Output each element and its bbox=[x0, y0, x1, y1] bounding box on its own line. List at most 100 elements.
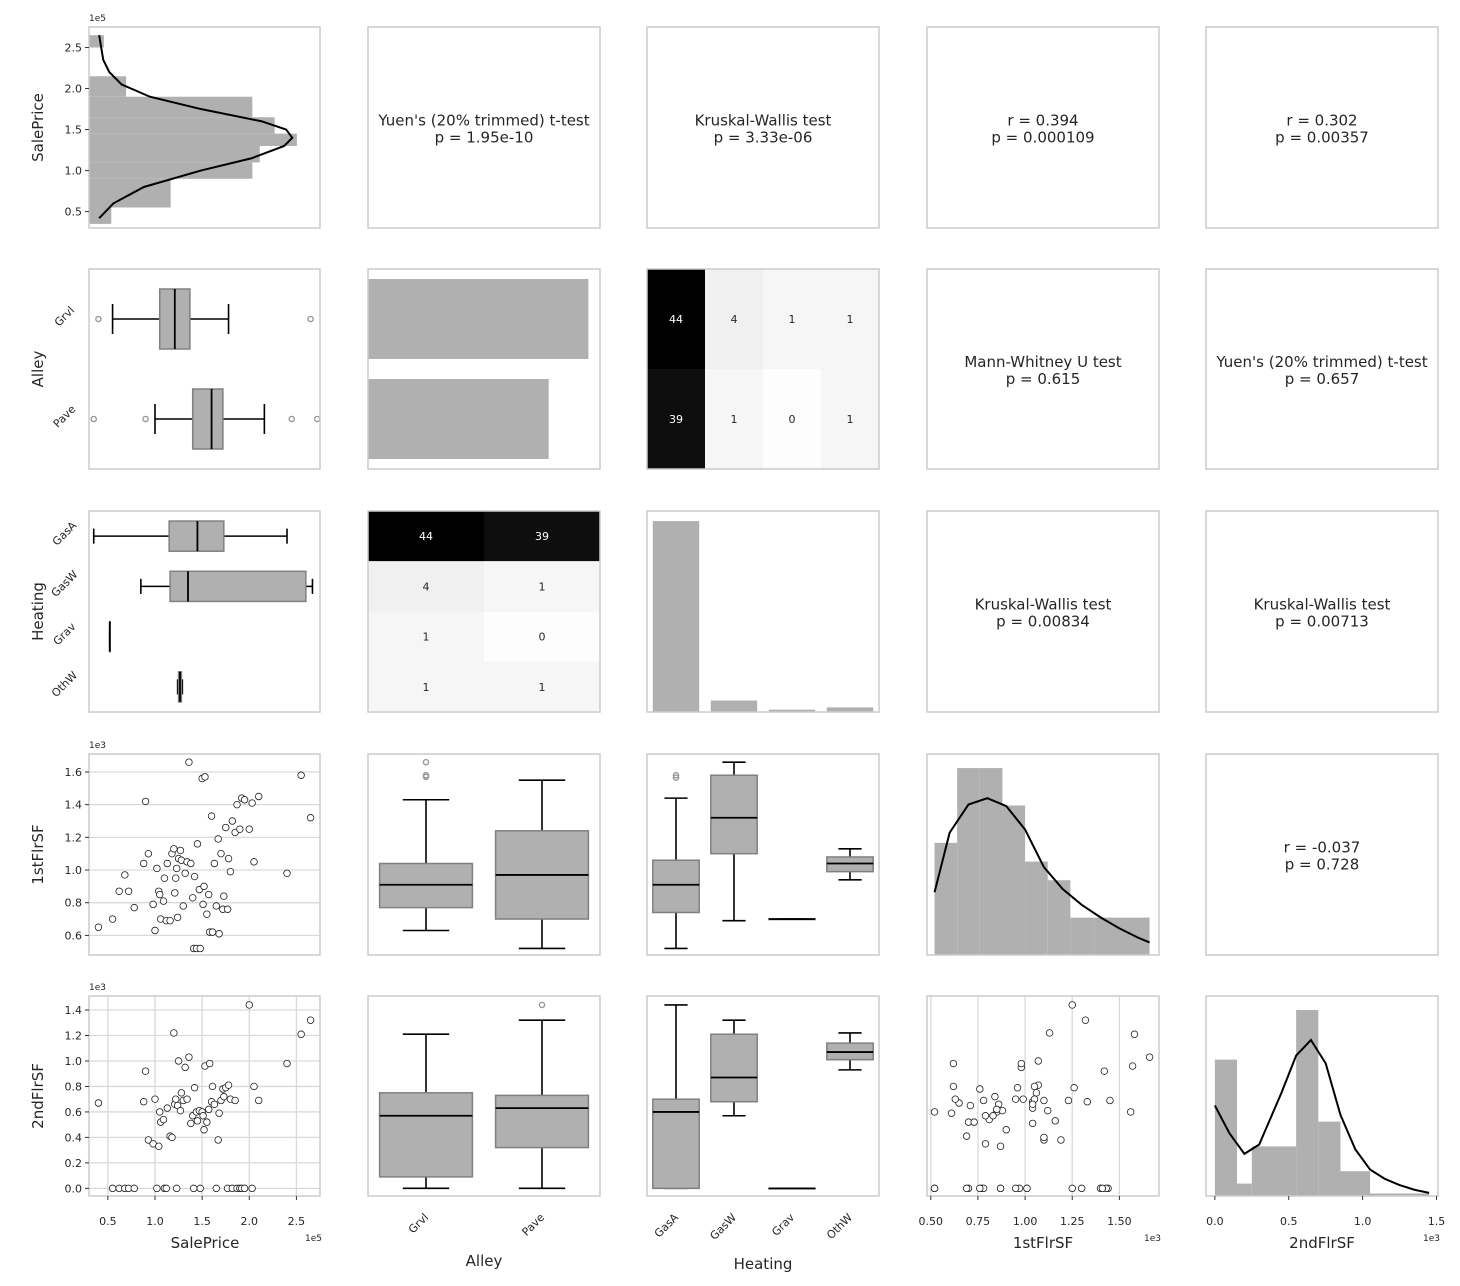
stat-p-value: p = 0.00357 bbox=[1275, 129, 1369, 147]
scatter-point bbox=[214, 835, 222, 843]
y-category-label: GasW bbox=[49, 568, 81, 600]
hist-bar bbox=[89, 162, 253, 179]
x-tick-label: 0.0 bbox=[1206, 1215, 1224, 1228]
y-axis-label: 2ndFlrSF bbox=[29, 1063, 47, 1129]
box-body bbox=[710, 774, 758, 855]
outlier-point bbox=[538, 1001, 546, 1009]
scatter-point bbox=[962, 1184, 971, 1193]
hist-bar bbox=[89, 145, 260, 163]
scatter-point bbox=[1028, 1100, 1037, 1108]
scatter-point bbox=[181, 869, 189, 877]
scatter-point bbox=[139, 859, 148, 868]
x-tick-label: 1.00 bbox=[1013, 1215, 1038, 1228]
panel-frame bbox=[88, 26, 321, 229]
scatter-point bbox=[185, 758, 193, 766]
heatmap-cell bbox=[368, 611, 484, 662]
y-offset-label: 1e3 bbox=[89, 983, 106, 993]
kde-line bbox=[98, 35, 294, 219]
panel-saleprice-vs-saleprice bbox=[88, 26, 321, 229]
box-body bbox=[168, 520, 225, 552]
heatmap-cell bbox=[821, 369, 879, 469]
scatter-point bbox=[1032, 1089, 1041, 1097]
outlier-point bbox=[672, 771, 680, 779]
scatter-point bbox=[1045, 1029, 1054, 1037]
scatter-point bbox=[255, 792, 263, 801]
y-tick-label: 0.6 bbox=[65, 1106, 83, 1119]
y-axis-label: SalePrice bbox=[29, 93, 47, 162]
panel-saleprice-vs-1stflrsf bbox=[926, 26, 1160, 229]
x-tick-label: 1.5 bbox=[1428, 1215, 1446, 1228]
scatter-point bbox=[1068, 1001, 1076, 1009]
scatter-point bbox=[1070, 1084, 1078, 1092]
panel-saleprice-vs-alley bbox=[367, 26, 601, 229]
scatter-point bbox=[248, 799, 256, 807]
scatter-point bbox=[172, 864, 181, 873]
x-axis-label: Alley bbox=[466, 1252, 503, 1270]
scatter-point bbox=[228, 817, 237, 825]
y-tick-label: 1.2 bbox=[65, 1029, 83, 1042]
box-grav bbox=[768, 1187, 816, 1190]
scatter-point bbox=[203, 1118, 211, 1126]
panel-1stflrsf-vs-2ndflrsf bbox=[1205, 753, 1439, 956]
panel-alley-vs-saleprice bbox=[88, 268, 321, 470]
x-category-label: Grav bbox=[769, 1211, 797, 1239]
panel-saleprice-vs-heating bbox=[646, 26, 880, 229]
scatter-point bbox=[993, 1105, 1001, 1114]
scatter-point bbox=[297, 771, 305, 779]
scatter-point bbox=[151, 926, 159, 935]
y-category-label: Grav bbox=[51, 620, 79, 648]
panel-1stflrsf-vs-saleprice bbox=[88, 753, 321, 956]
scatter-point bbox=[951, 1095, 959, 1103]
x-offset-label: 1e3 bbox=[1144, 1234, 1161, 1244]
x-axis-label: 2ndFlrSF bbox=[1289, 1234, 1355, 1252]
panel-frame bbox=[367, 753, 601, 956]
scatter-point bbox=[981, 1112, 990, 1120]
scatter-point bbox=[210, 1100, 219, 1108]
stat-test-name: Yuen's (20% trimmed) t-test bbox=[1215, 353, 1427, 371]
x-tick-label: 1.0 bbox=[1354, 1215, 1372, 1228]
y-category-label: Pave bbox=[51, 403, 79, 431]
scatter-point bbox=[240, 796, 249, 804]
heatmap-cell bbox=[368, 511, 484, 562]
box-body bbox=[652, 859, 700, 914]
scatter-point bbox=[155, 1142, 163, 1151]
kde-line bbox=[933, 797, 1150, 944]
y-tick-label: 0.4 bbox=[65, 1131, 83, 1144]
y-tick-label: 0.8 bbox=[65, 1080, 83, 1093]
panel-frame bbox=[88, 753, 321, 956]
scatter-point bbox=[930, 1184, 939, 1193]
scatter-point bbox=[170, 845, 178, 853]
scatter-point bbox=[187, 1119, 195, 1128]
heatmap-cell bbox=[705, 369, 763, 469]
panel-frame bbox=[926, 26, 1160, 229]
hist-bar bbox=[1025, 861, 1048, 955]
hist-bar bbox=[1340, 1171, 1371, 1196]
scatter-point bbox=[233, 800, 241, 809]
stat-p-value: p = 0.728 bbox=[1285, 856, 1360, 874]
scatter-point bbox=[121, 871, 129, 879]
scatter-point bbox=[248, 1184, 256, 1193]
scatter-point bbox=[976, 1085, 984, 1093]
count-bar-gasa bbox=[652, 521, 700, 712]
stat-test-name: r = 0.302 bbox=[1286, 112, 1357, 130]
scatter-point bbox=[139, 1098, 148, 1106]
scatter-point bbox=[159, 897, 168, 905]
heatmap-cell bbox=[484, 511, 600, 562]
scatter-point bbox=[190, 872, 199, 881]
panel-frame bbox=[646, 753, 880, 956]
scatter-point bbox=[250, 1082, 258, 1091]
count-bar-pave bbox=[368, 379, 549, 459]
hist-bar bbox=[979, 768, 1003, 955]
scatter-point bbox=[1081, 1016, 1090, 1024]
scatter-point bbox=[1077, 1184, 1086, 1193]
y-tick-label: 0.8 bbox=[65, 897, 83, 910]
outlier-point bbox=[90, 415, 98, 423]
x-tick-label: 1.25 bbox=[1060, 1215, 1085, 1228]
scatter-point bbox=[1030, 1082, 1039, 1091]
panel-2ndflrsf-vs-alley bbox=[367, 995, 601, 1197]
x-axis-label: Heating bbox=[734, 1255, 793, 1273]
scatter-point bbox=[226, 867, 235, 876]
panel-alley-vs-alley bbox=[367, 268, 601, 470]
scatter-point bbox=[144, 1136, 153, 1144]
